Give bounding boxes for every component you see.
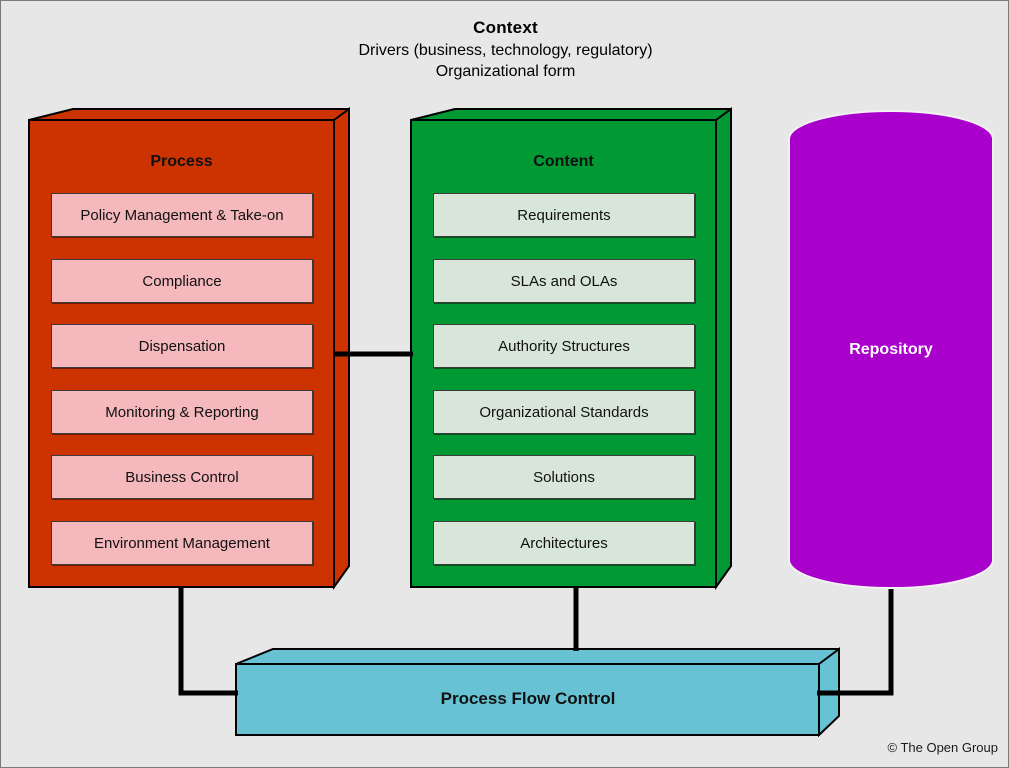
content-item-authority-structures[interactable]: Authority Structures	[433, 324, 695, 368]
repository-label: Repository	[849, 341, 933, 358]
context-block: Context Drivers (business, technology, r…	[1, 17, 1008, 82]
copyright-notice: © The Open Group	[887, 740, 998, 755]
connector-repository-to-flow-control	[817, 589, 894, 696]
process-item-business-control[interactable]: Business Control	[51, 455, 313, 499]
content-item-solutions[interactable]: Solutions	[433, 455, 695, 499]
content-item-architectures[interactable]: Architectures	[433, 521, 695, 565]
process-item-environment-management[interactable]: Environment Management	[51, 521, 313, 565]
content-pillar-title: Content	[533, 153, 594, 170]
process-flow-control-shape[interactable]	[235, 647, 840, 738]
process-flow-control-label: Process Flow Control	[440, 689, 616, 708]
connector-process-to-flow-control	[178, 587, 238, 696]
context-drivers-line: Drivers (business, technology, regulator…	[358, 41, 653, 59]
context-title: Context	[473, 18, 538, 37]
content-item-organizational-standards[interactable]: Organizational Standards	[433, 390, 695, 434]
process-item-policy-management-take-on[interactable]: Policy Management & Take-on	[51, 193, 313, 237]
content-item-requirements[interactable]: Requirements	[433, 193, 695, 237]
repository-shape[interactable]	[788, 109, 994, 590]
process-pillar-title: Process	[150, 153, 213, 170]
context-organizational-form-line: Organizational form	[435, 62, 576, 80]
process-item-compliance[interactable]: Compliance	[51, 259, 313, 303]
content-item-slas-and-olas[interactable]: SLAs and OLAs	[433, 259, 695, 303]
process-item-monitoring-reporting[interactable]: Monitoring & Reporting	[51, 390, 313, 434]
process-item-dispensation[interactable]: Dispensation	[51, 324, 313, 368]
